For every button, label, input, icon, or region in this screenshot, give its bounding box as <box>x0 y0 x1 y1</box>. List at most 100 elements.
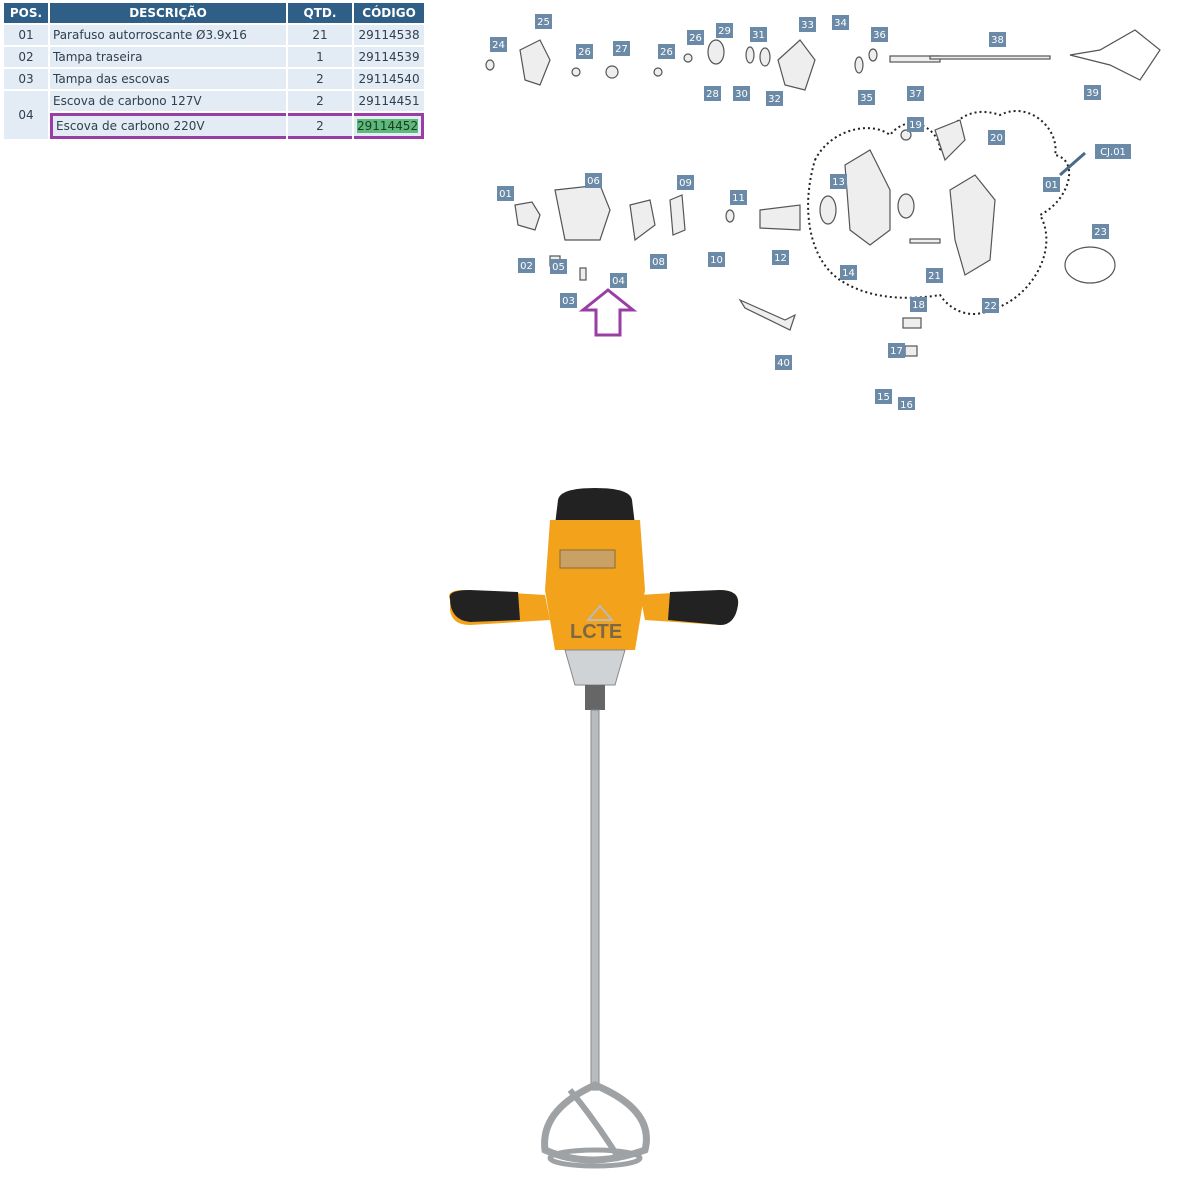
svg-text:29: 29 <box>718 26 731 37</box>
part-label-13: 13 <box>830 174 847 189</box>
svg-text:01: 01 <box>499 189 512 200</box>
part-label-36: 36 <box>871 27 888 42</box>
code-highlight: 29114452 <box>357 119 419 133</box>
part-label-22: 22 <box>982 298 999 313</box>
row-qty: 21 <box>288 25 352 45</box>
svg-text:12: 12 <box>774 253 787 264</box>
row-code: 29114538 <box>354 25 425 45</box>
header-code: CÓDIGO <box>354 3 425 23</box>
part-label-31: 31 <box>750 27 767 42</box>
part-label-20: 20 <box>988 130 1005 145</box>
part-label-08: 08 <box>650 254 667 269</box>
svg-text:11: 11 <box>732 193 745 204</box>
svg-text:14: 14 <box>842 268 855 279</box>
svg-text:22: 22 <box>984 301 997 312</box>
svg-text:30: 30 <box>735 89 748 100</box>
svg-text:26: 26 <box>689 33 702 44</box>
svg-text:38: 38 <box>991 35 1004 46</box>
svg-text:04: 04 <box>612 276 625 287</box>
part-label-37: 37 <box>907 86 924 101</box>
svg-text:37: 37 <box>909 89 922 100</box>
housing-dotted-outline <box>807 109 1071 315</box>
svg-text:17: 17 <box>890 346 903 357</box>
svg-text:15: 15 <box>877 392 890 403</box>
svg-text:10: 10 <box>710 255 723 266</box>
header-qty: QTD. <box>288 3 352 23</box>
svg-text:39: 39 <box>1086 88 1099 99</box>
part-label-01: 01 <box>1043 177 1060 192</box>
part-label-17: 17 <box>888 343 905 358</box>
row-code: 29114539 <box>354 47 425 67</box>
cj01-pointer-icon <box>1059 151 1086 177</box>
svg-text:27: 27 <box>615 44 628 55</box>
brand-watermark: LCTE <box>570 621 622 643</box>
row-description: Parafuso autorroscante Ø3.9x16 <box>50 25 286 45</box>
svg-text:33: 33 <box>801 20 814 31</box>
row-description: Escova de carbono 220V <box>50 113 286 139</box>
svg-text:18: 18 <box>912 300 925 311</box>
part-label-02: 02 <box>518 258 535 273</box>
part-label-10: 10 <box>708 252 725 267</box>
part-label-23: 23 <box>1092 224 1109 239</box>
svg-text:09: 09 <box>679 178 692 189</box>
part-label-19: 19 <box>907 117 924 132</box>
part-label-34: 34 <box>832 15 849 30</box>
part-label-32: 32 <box>766 91 783 106</box>
row-pos: 04 <box>4 91 48 139</box>
part-label-40: 40 <box>775 355 792 370</box>
part-label-30: 30 <box>733 86 750 101</box>
part-label-29: 29 <box>716 23 733 38</box>
table-row-highlighted: Escova de carbono 220V 2 29114452 <box>4 113 425 139</box>
row-pos: 02 <box>4 47 48 67</box>
header-description: DESCRIÇÃO <box>50 3 286 23</box>
svg-text:21: 21 <box>928 271 941 282</box>
svg-text:23: 23 <box>1094 227 1107 238</box>
part-label-39: 39 <box>1084 85 1101 100</box>
part-label-06: 06 <box>585 173 602 188</box>
part-drawings <box>485 29 1161 357</box>
row-qty: 2 <box>288 113 352 139</box>
svg-text:05: 05 <box>552 262 565 273</box>
svg-text:26: 26 <box>660 47 673 58</box>
part-label-18: 18 <box>910 297 927 312</box>
part-label-03: 03 <box>560 293 577 308</box>
table-row: 04 Escova de carbono 127V 2 29114451 <box>4 91 425 139</box>
part-label-27: 27 <box>613 41 630 56</box>
part-label-14: 14 <box>840 265 857 280</box>
svg-text:CJ.01: CJ.01 <box>1100 147 1126 158</box>
svg-text:16: 16 <box>900 400 913 410</box>
row-pos: 03 <box>4 69 48 89</box>
svg-text:24: 24 <box>492 40 505 51</box>
svg-text:20: 20 <box>990 133 1003 144</box>
part-label-05: 05 <box>550 259 567 274</box>
svg-text:36: 36 <box>873 30 886 41</box>
part-label-25: 25 <box>535 14 552 29</box>
part-label-12: 12 <box>772 250 789 265</box>
table-row: 03 Tampa das escovas 2 29114540 <box>4 69 425 89</box>
row-code: 29114540 <box>354 69 425 89</box>
svg-text:34: 34 <box>834 18 847 29</box>
svg-text:06: 06 <box>587 176 600 187</box>
table-row: 02 Tampa traseira 1 29114539 <box>4 47 425 67</box>
part-label-24: 24 <box>490 37 507 52</box>
part-label-26: 26 <box>658 44 675 59</box>
svg-text:35: 35 <box>860 93 873 104</box>
row-pos: 01 <box>4 25 48 45</box>
svg-text:28: 28 <box>706 89 719 100</box>
row-qty: 2 <box>288 69 352 89</box>
row-qty: 1 <box>288 47 352 67</box>
part-label-cj01: CJ.01 <box>1095 144 1131 159</box>
svg-text:19: 19 <box>909 120 922 131</box>
part-label-28: 28 <box>704 86 721 101</box>
header-pos: POS. <box>4 3 48 23</box>
mixer-product-photo: LCTE <box>449 488 739 1169</box>
row-description: Tampa traseira <box>50 47 286 67</box>
svg-text:40: 40 <box>777 358 790 369</box>
table-row: 01 Parafuso autorroscante Ø3.9x16 21 291… <box>4 25 425 45</box>
part-label-15: 15 <box>875 389 892 404</box>
part-label-11: 11 <box>730 190 747 205</box>
svg-text:02: 02 <box>520 261 533 272</box>
svg-text:03: 03 <box>562 296 575 307</box>
